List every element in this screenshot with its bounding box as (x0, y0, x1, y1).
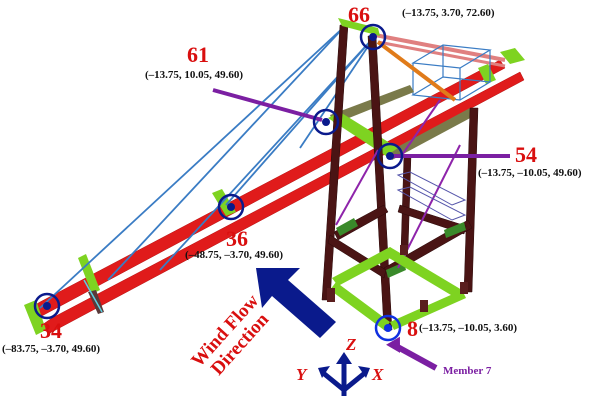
node-label-8: 8 (407, 316, 418, 341)
member-7-arrow-shaft (392, 342, 438, 371)
node-marker-8 (374, 314, 402, 342)
member-7-arrow-head (386, 336, 400, 353)
tower-platform (396, 171, 467, 221)
tower-green-joint-3 (444, 222, 466, 238)
node-marker-61 (312, 108, 340, 136)
member-7-label: Member 7 (443, 365, 492, 377)
node-coords-61: (–13.75, 10.05, 49.60) (145, 69, 244, 81)
column-back-left (400, 154, 412, 251)
node-label-54: 54 (515, 142, 537, 167)
base-frame (330, 247, 466, 330)
tower-beam-4 (397, 204, 467, 235)
column-a-frame-right (367, 35, 393, 331)
green-top-plate (338, 18, 380, 36)
node-coords-36: (–48.75, –3.70, 49.60) (185, 249, 284, 261)
node-markers (33, 23, 404, 342)
pink-rail-2 (377, 40, 506, 68)
olive-beam-lower (388, 108, 474, 160)
base-feet (327, 245, 468, 312)
boom-hanger-cable (83, 279, 103, 313)
boom-end-plate (24, 300, 46, 335)
node-coords-66: (–13.75, 3.70, 72.60) (402, 7, 495, 19)
boom-mid-plate (78, 254, 100, 294)
axis-triad-icon (318, 352, 370, 396)
wind-arrow-icon (256, 268, 336, 338)
node-label-34: 34 (40, 318, 62, 343)
node-coords-54: (–13.75, –10.05, 49.60) (478, 167, 582, 179)
node-marker-36 (217, 193, 245, 221)
node-coords-8: (–13.75, –10.05, 3.60) (419, 322, 518, 334)
trolley-frame (411, 44, 492, 101)
node-marker-54 (376, 142, 404, 170)
pointer-61 (212, 88, 323, 122)
axis-label-x: X (372, 365, 384, 384)
node-marker-34 (33, 292, 61, 320)
stay-cables (39, 25, 376, 309)
node-label-66: 66 (348, 2, 370, 27)
node-label-36: 36 (226, 226, 248, 251)
axis-label-y: Y (296, 365, 307, 384)
node-coords-34: (–83.75, –3.70, 49.60) (2, 343, 101, 355)
node-label-61: 61 (187, 42, 209, 67)
node-marker-66 (359, 23, 387, 51)
tower-green-joint-1 (336, 218, 358, 236)
braces (335, 99, 461, 269)
orange-member (376, 40, 457, 102)
pink-rail (374, 33, 506, 62)
boom-plate-right2 (478, 64, 496, 84)
axis-label-z: Z (346, 335, 357, 354)
tower-green-joint-2 (386, 262, 406, 278)
boom-end-plate-right (500, 48, 525, 64)
